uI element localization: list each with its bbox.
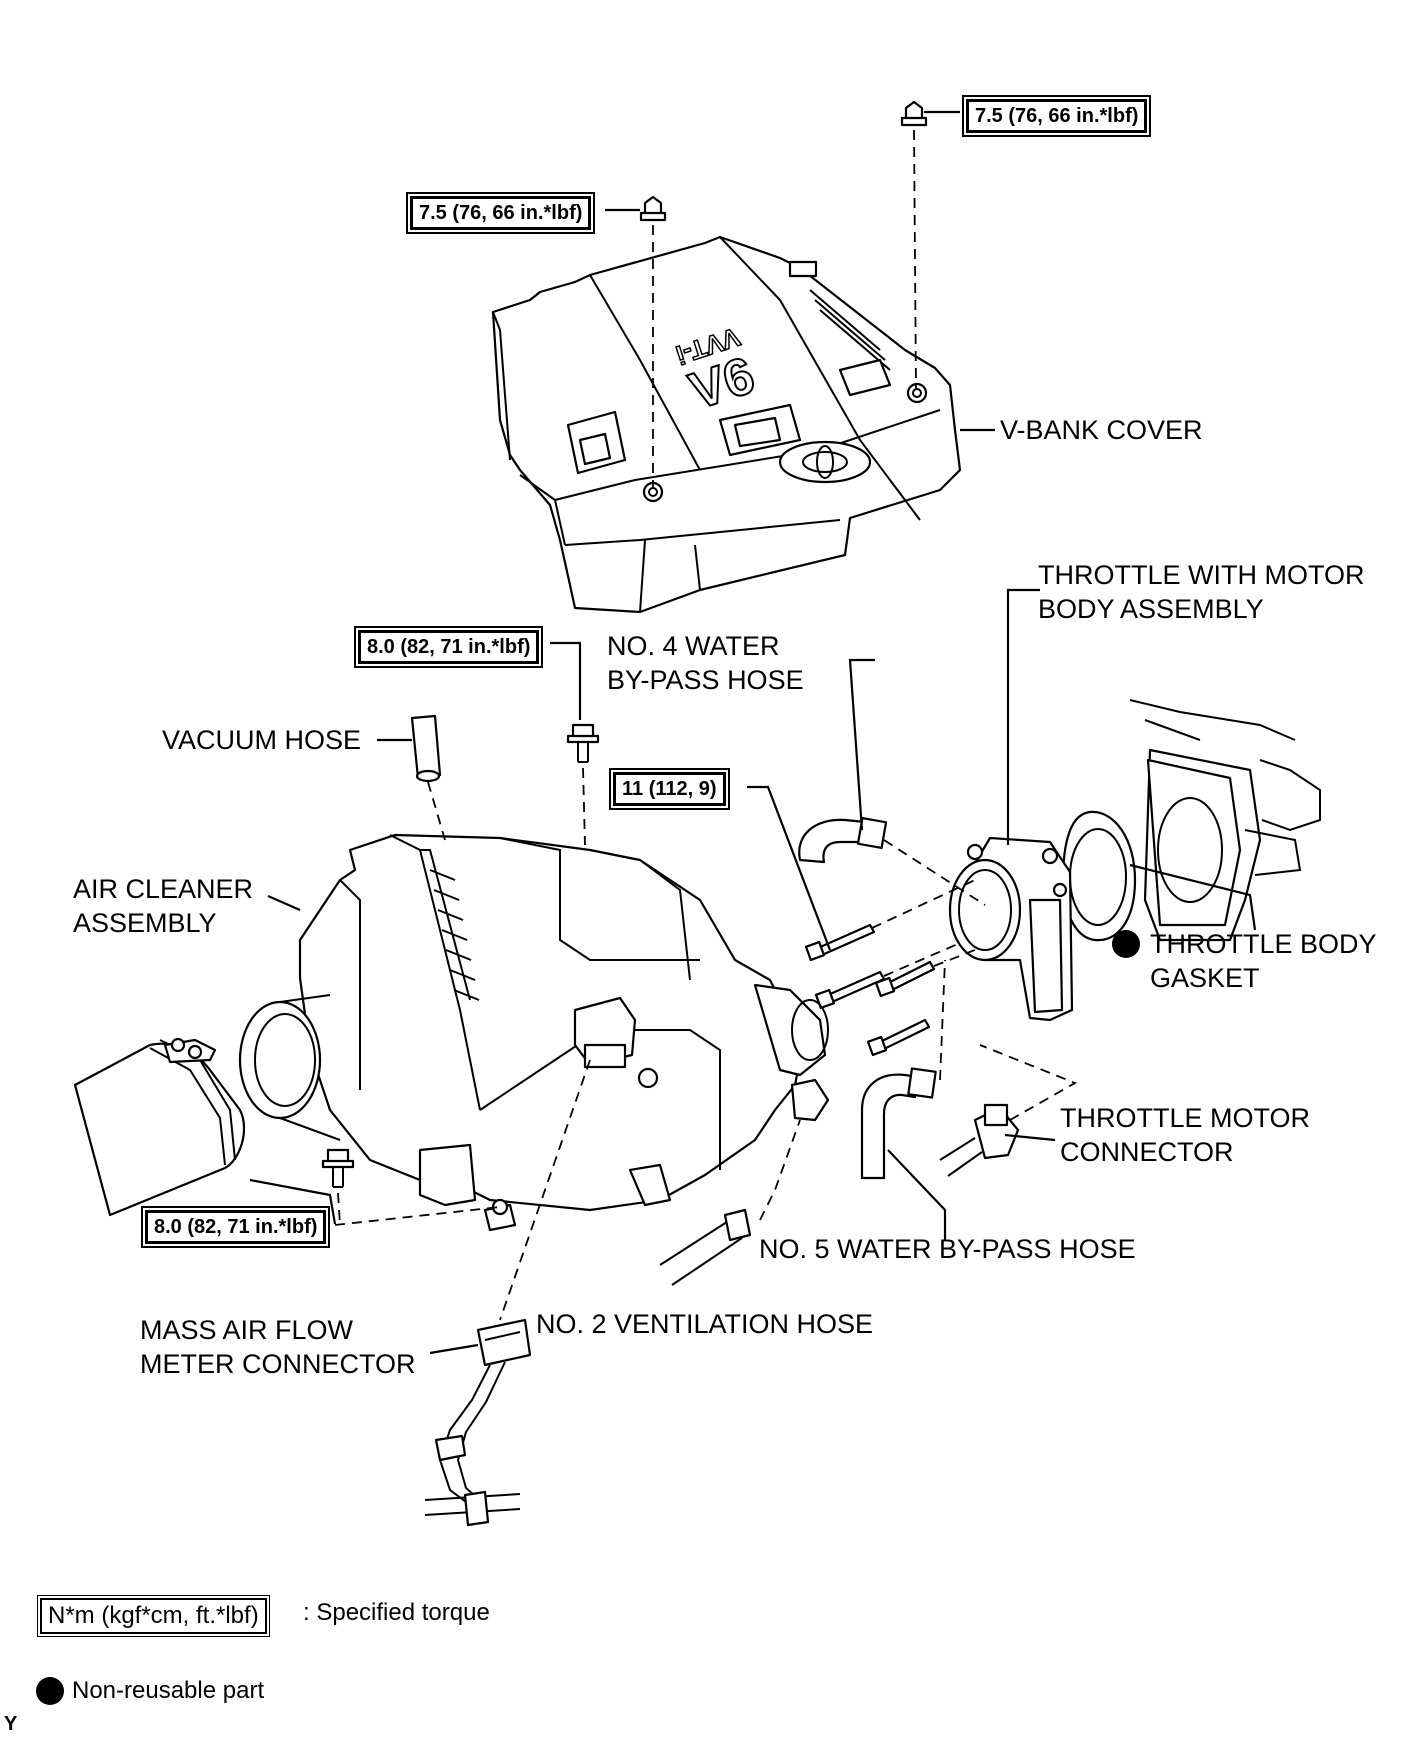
label-air-cleaner-line2: ASSEMBLY (73, 908, 217, 938)
throttle-motor-connector-drawing (939, 1044, 1078, 1177)
label-v-bank-cover: V-BANK COVER (1000, 415, 1203, 445)
label-water-hose-5: NO. 5 WATER BY-PASS HOSE (759, 1234, 1136, 1264)
water-hose-5-drawing (860, 959, 946, 1180)
torque-throttle-bolt: 11 (112, 9) (609, 768, 730, 810)
legend-torque-desc: : Specified torque (303, 1599, 490, 1626)
legend-non-reusable-icon (36, 1677, 64, 1705)
throttle-body-gasket-drawing (1061, 810, 1137, 942)
label-throttle-body-line2: BODY ASSEMBLY (1038, 594, 1264, 624)
ventilation-hose-drawing (659, 1119, 801, 1286)
vacuum-hose-drawing (410, 714, 446, 841)
air-intake-duct-drawing (73, 1037, 245, 1217)
legend-non-reusable-desc: Non-reusable part (72, 1677, 265, 1704)
label-gasket-line1: THROTTLE BODY (1150, 929, 1377, 959)
throttle-body-drawing (948, 836, 1074, 1022)
label-ventilation-hose: NO. 2 VENTILATION HOSE (536, 1309, 874, 1339)
v-bank-cover-drawing: V6 VVT-i (491, 235, 962, 614)
label-motor-connector-line2: CONNECTOR (1060, 1137, 1234, 1167)
torque-air-cleaner-bolt-bottom: 8.0 (82, 71 in.*lbf) (140, 1206, 331, 1248)
label-vacuum-hose: VACUUM HOSE (162, 725, 362, 755)
air-cleaner-assembly-drawing (238, 833, 830, 1232)
corner-mark: Y (4, 1713, 18, 1735)
leader-lines (249, 110, 1257, 1355)
torque-air-cleaner-bolt-top: 8.0 (82, 71 in.*lbf) (353, 626, 544, 668)
label-water-hose-4-line2: BY-PASS HOSE (607, 665, 804, 695)
cover-nut-left-drawing (639, 195, 667, 488)
label-water-hose-4-line1: NO. 4 WATER (607, 631, 780, 661)
intake-manifold-drawing (1129, 699, 1321, 942)
air-cleaner-bolt-top-drawing (566, 723, 600, 846)
maf-connector-drawing (424, 1059, 591, 1527)
air-cleaner-bolt-bottom-drawing (321, 1148, 501, 1226)
label-throttle-body-line1: THROTTLE WITH MOTOR (1038, 560, 1365, 590)
label-motor-connector-line1: THROTTLE MOTOR (1060, 1103, 1311, 1133)
label-gasket-line2: GASKET (1150, 963, 1260, 993)
torque-cover-nut-right: 7.5 (76, 66 in.*lbf) (961, 95, 1152, 137)
water-hose-4-drawing (798, 817, 986, 906)
cover-nut-right-drawing (900, 100, 928, 391)
legend-torque-unit: N*m (kgf*cm, ft.*lbf) (37, 1595, 270, 1637)
label-maf-line2: METER CONNECTOR (140, 1349, 416, 1379)
non-reusable-gasket-icon (1112, 930, 1140, 958)
torque-cover-nut-left: 7.5 (76, 66 in.*lbf) (405, 192, 596, 234)
label-maf-line1: MASS AIR FLOW (140, 1315, 354, 1345)
label-air-cleaner-line1: AIR CLEANER (73, 874, 254, 904)
